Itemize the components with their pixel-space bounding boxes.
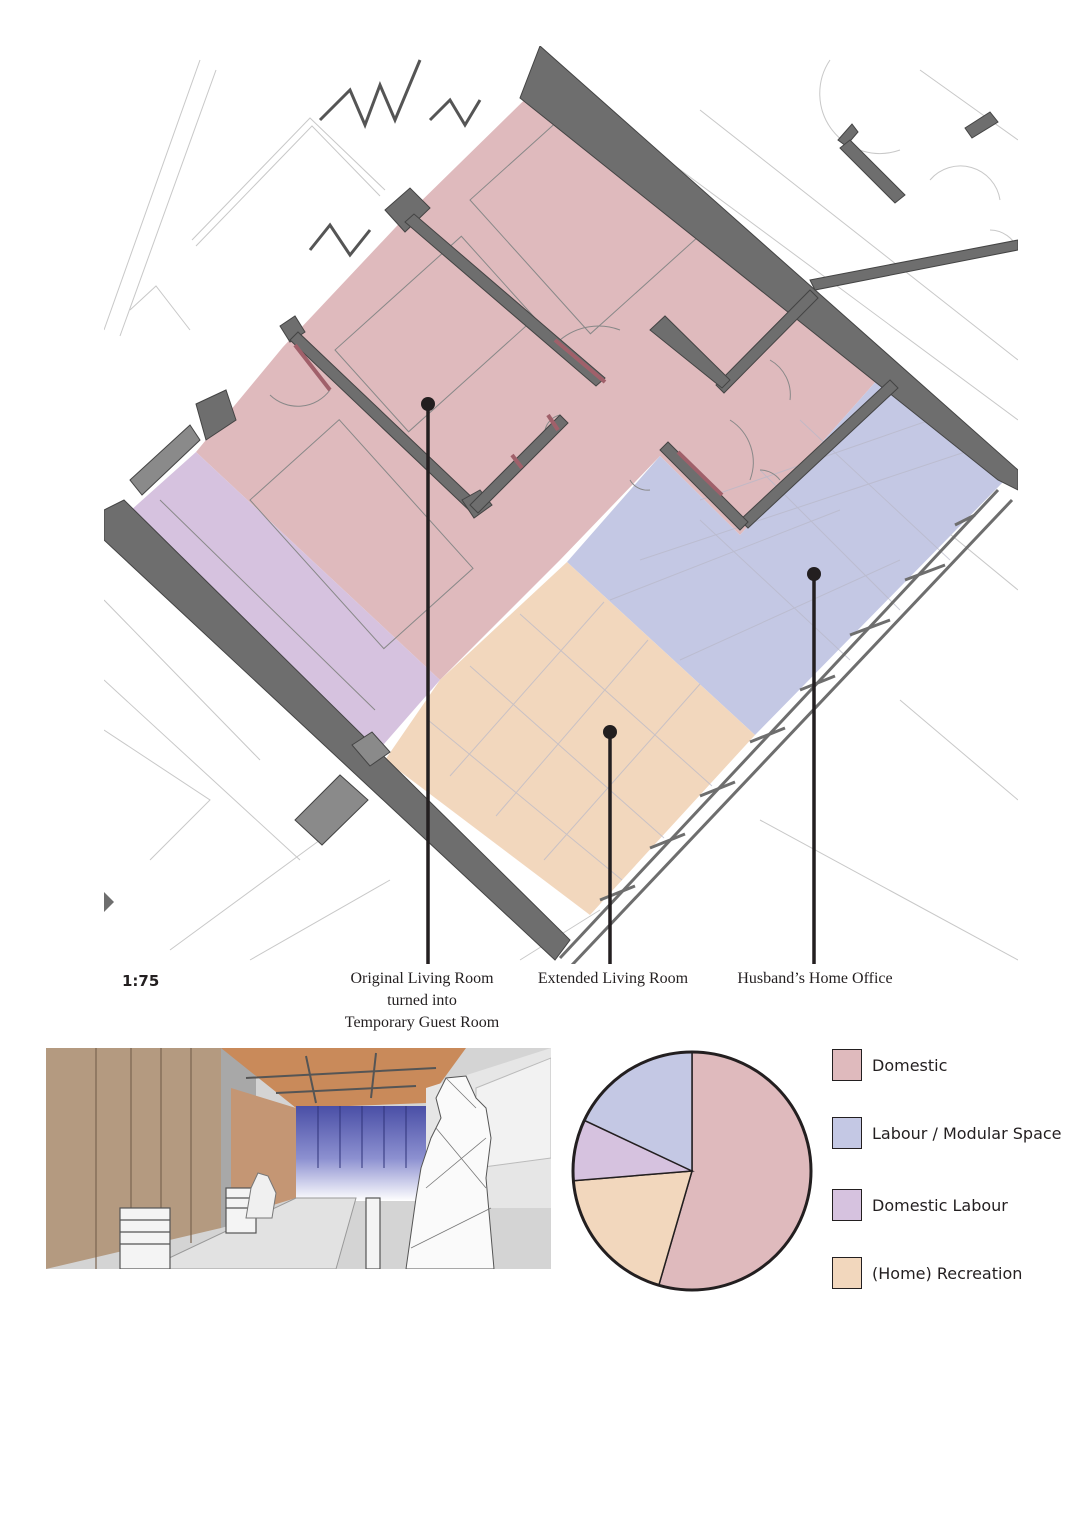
wood-wall bbox=[46, 1048, 221, 1269]
legend-item-labour: Labour / Modular Space bbox=[832, 1116, 1062, 1150]
zone-pie-chart bbox=[571, 1050, 813, 1292]
floor-plan bbox=[104, 46, 1018, 964]
legend-label: (Home) Recreation bbox=[872, 1263, 1023, 1283]
legend-item-domestic: Domestic bbox=[832, 1048, 947, 1082]
door-leaves bbox=[293, 338, 724, 497]
callout-dot-original-living-room bbox=[421, 397, 435, 411]
callout-line: Temporary Guest Room bbox=[344, 1014, 500, 1031]
figure-seated bbox=[245, 1172, 277, 1219]
callout-dot-home-office bbox=[807, 567, 821, 581]
interior-walls bbox=[279, 111, 1018, 531]
legend-swatch bbox=[832, 1117, 862, 1149]
stairs bbox=[129, 424, 391, 846]
scale-label: 1:75 bbox=[122, 972, 160, 990]
legend-item-domestic-labour: Domestic Labour bbox=[832, 1188, 1008, 1222]
callout-line: Extended Living Room bbox=[537, 970, 689, 987]
north-arrow-marker bbox=[104, 892, 114, 912]
callout-original-living-room: Original Living Room turned into Tempora… bbox=[322, 968, 522, 1034]
legend-swatch bbox=[832, 1257, 862, 1289]
callout-dot-extended-living-room bbox=[603, 725, 617, 739]
facade-posts bbox=[558, 488, 1014, 964]
interior-render bbox=[46, 1048, 551, 1269]
callout-line: Husband’s Home Office bbox=[737, 970, 893, 987]
zone-labour bbox=[567, 370, 1005, 735]
pie-slices bbox=[572, 1051, 812, 1291]
context-lines bbox=[104, 59, 1018, 961]
exterior-walls bbox=[104, 46, 1018, 961]
legend-item-recreation: (Home) Recreation bbox=[832, 1256, 1022, 1290]
callout-line: turned into bbox=[387, 992, 457, 1009]
legend-label: Domestic Labour bbox=[872, 1195, 1008, 1215]
callout-line: Original Living Room bbox=[350, 970, 494, 987]
zone-recreation bbox=[385, 562, 755, 915]
callout-home-office: Husband’s Home Office bbox=[720, 968, 910, 990]
legend-label: Labour / Modular Space bbox=[872, 1123, 1062, 1143]
callout-extended-living-room: Extended Living Room bbox=[518, 968, 708, 990]
fence-marks bbox=[308, 59, 482, 258]
legend-swatch bbox=[832, 1189, 862, 1221]
zone-domestic-labour bbox=[120, 452, 440, 760]
pie-outline bbox=[571, 1050, 813, 1292]
legend-label: Domestic bbox=[872, 1055, 948, 1075]
figure-standing bbox=[405, 1075, 495, 1269]
callout-leaders bbox=[426, 404, 816, 964]
legend-swatch bbox=[832, 1049, 862, 1081]
